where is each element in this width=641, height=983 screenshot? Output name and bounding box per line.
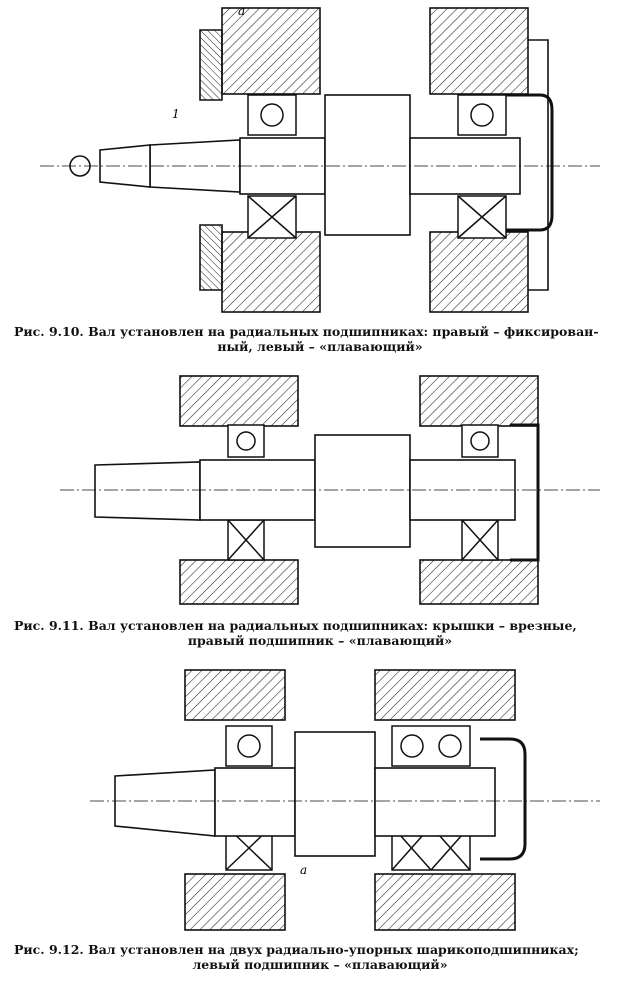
right-bearing [457, 94, 507, 239]
caption-9-12-line2: левый подшипник – «плавающий» [192, 957, 448, 972]
caption-9-10: Рис. 9.10. Вал установлен на радиальных … [14, 324, 626, 354]
right-bearing [461, 424, 499, 561]
caption-9-12-line1: Рис. 9.12. Вал установлен на двух радиал… [14, 942, 579, 957]
shaft [114, 731, 496, 857]
left-housing [184, 669, 286, 931]
callout-a: a [238, 4, 245, 18]
callout-1: 1 [172, 107, 180, 121]
caption-9-12: Рис. 9.12. Вал установлен на двух радиал… [14, 942, 626, 972]
left-housing [199, 7, 321, 313]
caption-9-11-line2: правый подшипник – «плавающий» [187, 633, 453, 648]
caption-9-11-line1: Рис. 9.11. Вал установлен на радиальных … [14, 618, 577, 633]
figure-9-12-drawing: a [90, 669, 600, 931]
right-housing [429, 7, 554, 313]
right-housing [374, 669, 527, 931]
callout-a: a [300, 863, 307, 877]
caption-9-10-line2: ный, левый – «плавающий» [217, 339, 423, 354]
figure-9-10-drawing: a 1 [40, 4, 600, 313]
left-bearing [225, 725, 273, 871]
right-housing [419, 375, 540, 605]
figure-9-11-drawing [60, 375, 600, 605]
left-bearing [227, 424, 265, 561]
left-housing [179, 375, 299, 605]
shaft [94, 434, 516, 548]
caption-9-11: Рис. 9.11. Вал установлен на радиальных … [14, 618, 626, 648]
caption-9-10-line1: Рис. 9.10. Вал установлен на радиальных … [14, 324, 599, 339]
left-bearing [247, 94, 297, 239]
